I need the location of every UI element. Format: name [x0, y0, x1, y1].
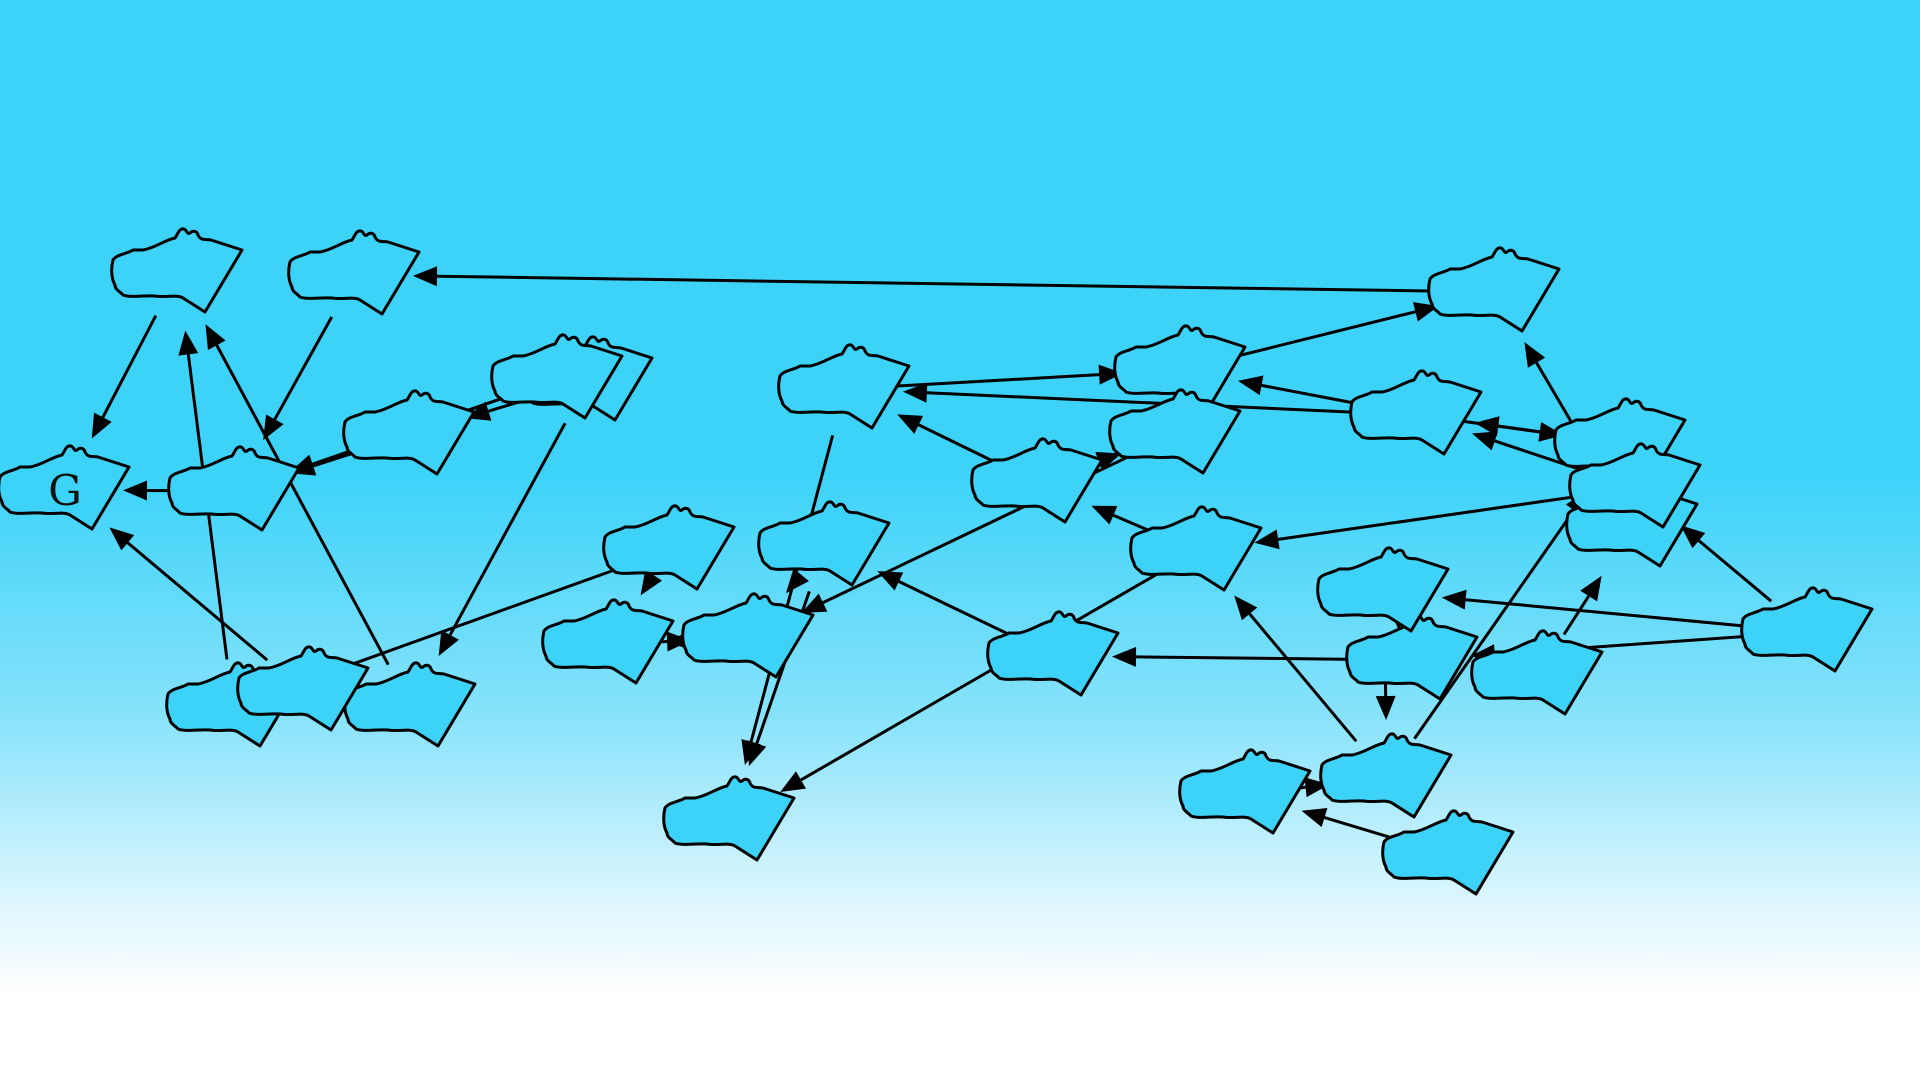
arrowhead-n3 — [263, 414, 284, 441]
arrowhead-n31 — [1375, 695, 1396, 721]
nodes-layer: G — [0, 227, 1874, 896]
australia-map-icon — [1427, 246, 1561, 333]
australia-map-icon — [1381, 809, 1515, 896]
graph-node-n31 — [1319, 732, 1453, 819]
edge-n15-to-n19 — [749, 434, 835, 743]
edge-n25-to-n20 — [1135, 655, 1366, 661]
edge-n2-to-n3 — [273, 316, 334, 421]
edge-n20-to-n13 — [898, 580, 1012, 637]
arrowhead-n30 — [1301, 808, 1328, 828]
arrowhead-n18 — [1091, 505, 1118, 525]
arrowhead-n5 — [1524, 342, 1546, 368]
australia-map-icon — [1319, 732, 1453, 819]
graph-node-n27 — [1470, 629, 1604, 716]
australia-map-icon — [777, 343, 911, 430]
arrowhead-nG — [109, 527, 135, 551]
australia-map-icon — [541, 598, 675, 685]
edge-n22-to-n23 — [1464, 420, 1540, 434]
australia-map-icon — [662, 775, 796, 862]
graph-node-n1 — [110, 227, 244, 314]
arrowhead-n15 — [897, 414, 924, 434]
arrowhead-n22 — [1472, 431, 1498, 451]
graph-node-n7 — [342, 389, 476, 476]
arrowhead-n19 — [780, 771, 806, 792]
edges-layer — [91, 266, 1773, 843]
arrowhead-nG — [122, 480, 148, 501]
graph-node-n20 — [986, 610, 1120, 697]
node-label: G — [48, 466, 82, 515]
arrowhead-nG — [91, 412, 112, 439]
arrowhead-n12 — [640, 569, 663, 596]
arrowhead-n15 — [902, 382, 928, 403]
arrowhead-n8 — [438, 630, 459, 657]
arrowhead-n21 — [1254, 529, 1280, 550]
australia-map-icon — [970, 437, 1104, 524]
edge-n28-to-n29 — [1697, 539, 1773, 603]
edge-n9-to-nG — [126, 541, 269, 662]
graph-node-n28 — [1740, 586, 1874, 673]
arrowhead-n29 — [1680, 525, 1706, 549]
arrowhead-n19 — [747, 740, 767, 767]
australia-map-icon — [681, 592, 815, 679]
arrowhead-n1 — [205, 324, 226, 350]
australia-map-icon — [602, 504, 736, 591]
graph-node-n30 — [1178, 748, 1312, 835]
edge-n22-to-n15 — [926, 391, 1370, 415]
australia-map-icon — [757, 500, 891, 587]
edge-n11-to-n4 — [309, 564, 626, 681]
graph-node-n11 — [602, 504, 736, 591]
graph-node-n14 — [681, 592, 815, 679]
arrowhead-n14 — [801, 593, 828, 613]
arrowhead-n1 — [178, 330, 199, 356]
arrowhead-n16 — [1098, 364, 1124, 385]
edge-n1-to-nG — [101, 314, 158, 418]
graph-node-n5 — [1427, 246, 1561, 333]
graph-node-n12 — [541, 598, 675, 685]
arrowhead-n23 — [1538, 421, 1564, 442]
arrowhead-n26 — [1441, 589, 1467, 610]
edge-n31-to-n23 — [1413, 509, 1576, 740]
graph-node-nG: G — [0, 444, 131, 531]
arrowhead-n13 — [877, 571, 904, 591]
graph-node-n15 — [777, 343, 911, 430]
edge-n29-to-n21 — [1277, 493, 1589, 541]
arrowhead-n2 — [412, 266, 438, 287]
graph-node-n32 — [1381, 809, 1515, 896]
australia-map-icon — [986, 610, 1120, 697]
australia-map-icon — [342, 389, 476, 476]
edge-n5-to-n2 — [436, 274, 1448, 293]
arrowhead-n16 — [1237, 375, 1264, 396]
edge-n28-to-n26 — [1465, 598, 1761, 629]
edge-n16-to-n5 — [1227, 310, 1416, 360]
arrowhead-n31 — [1304, 777, 1330, 798]
arrowhead-n20 — [1111, 646, 1137, 667]
edge-n27-to-n24 — [1562, 595, 1590, 636]
australia-map-icon — [1470, 629, 1604, 716]
australia-map-icon — [1349, 369, 1483, 456]
graph-node-n13 — [757, 500, 891, 587]
australia-map-icon — [1178, 748, 1312, 835]
edge-n31-to-n21 — [1248, 612, 1358, 743]
arrowhead-n14 — [666, 631, 692, 652]
arrowhead-n22 — [1474, 416, 1500, 437]
graph-node-n19 — [662, 775, 796, 862]
graph-node-n18 — [970, 437, 1104, 524]
graph-node-n22 — [1349, 369, 1483, 456]
graph-node-n2 — [287, 229, 421, 316]
edge-n8-to-n1 — [215, 344, 390, 666]
arrowhead-n24 — [1580, 575, 1602, 602]
arrowhead-n17 — [1095, 452, 1122, 471]
australia-map-icon — [110, 227, 244, 314]
edge-n6-to-n8 — [448, 422, 567, 636]
australia-map-icon — [1740, 586, 1874, 673]
edge-n18-to-n15 — [918, 423, 996, 464]
arrowhead-n21 — [1234, 595, 1258, 621]
australia-map-icon — [287, 229, 421, 316]
edge-n21-to-n19 — [800, 573, 1157, 782]
